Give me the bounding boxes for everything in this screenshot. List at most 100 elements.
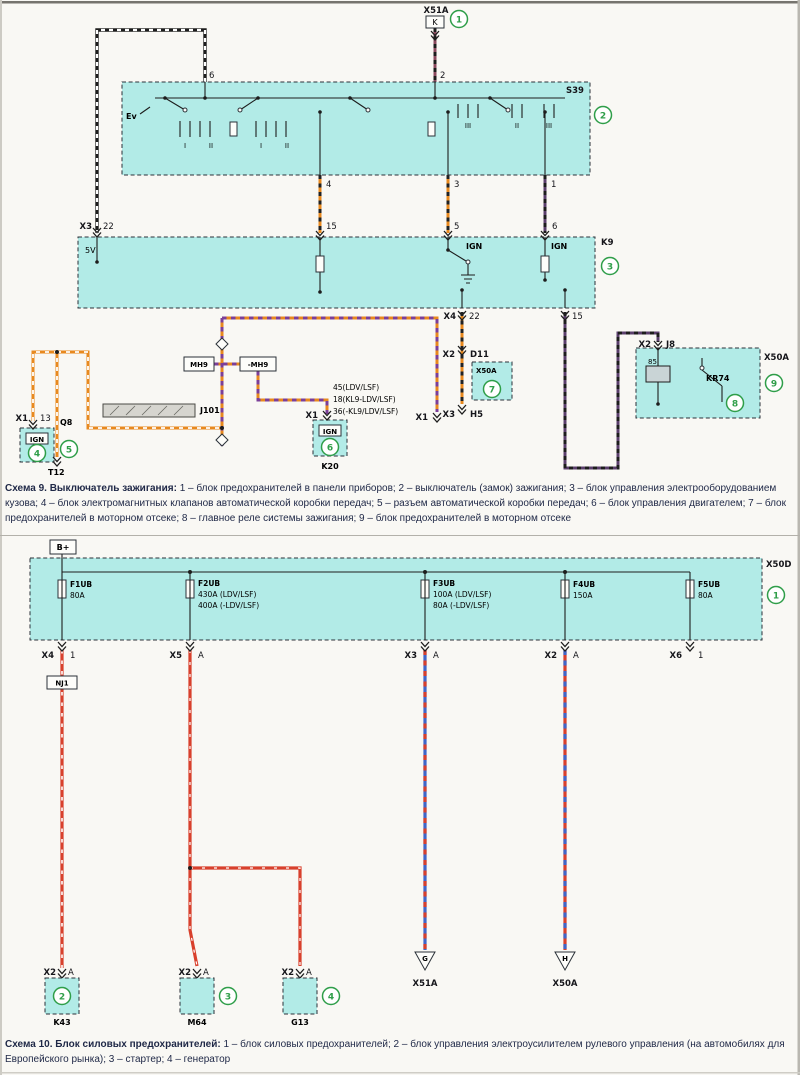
callout-5: 5 xyxy=(59,439,79,459)
fuse-rating: 150A xyxy=(573,591,593,600)
scheme10-caption-body: 1 – блок силовых предохранителей; 2 – бл… xyxy=(5,1039,785,1065)
scheme9-caption: Схема 9. Выключатель зажигания: 1 – блок… xyxy=(5,481,795,526)
kr74-label: KR74 xyxy=(706,374,730,383)
svg-text:1: 1 xyxy=(773,592,779,602)
callout-6: 6 xyxy=(320,437,340,457)
d11-pin-label: D11 xyxy=(470,350,489,360)
s39-ignition-switch-box xyxy=(121,81,591,176)
scheme10-diagram: B+ NJ1 F1UB 80A F2UB 430A (LDV/LSF) 400A… xyxy=(29,539,791,1027)
tri-g-label: X51A xyxy=(413,979,438,989)
fuse-rating: 400A (-LDV/LSF) xyxy=(198,601,259,610)
ign-tag-box6 xyxy=(318,424,342,437)
x51a-pin-box xyxy=(425,15,445,29)
output-pin: A xyxy=(573,651,579,661)
svg-text:8: 8 xyxy=(732,400,738,410)
box4-ign-label: IGN xyxy=(30,436,44,444)
callout-2: 2 xyxy=(593,105,613,125)
page-right-edge xyxy=(797,0,800,1075)
x1-13-connector-label: X1 xyxy=(16,414,29,424)
k20-label: K20 xyxy=(321,462,339,471)
m64-connector-box xyxy=(179,977,215,1015)
x3-pin-22: 22 xyxy=(103,222,114,232)
wire-to-m64 xyxy=(188,650,199,967)
relay-pin-85: 85 xyxy=(648,358,657,366)
page-left-edge xyxy=(0,0,2,1075)
bottom-conn-label: X2 xyxy=(44,968,57,978)
top-connector-label: X51A xyxy=(424,6,449,16)
k9-pin-5: 5 xyxy=(454,222,459,232)
svg-text:9: 9 xyxy=(771,380,777,390)
svg-text:2: 2 xyxy=(59,993,65,1003)
position-label: II xyxy=(285,142,289,150)
k9-ign-b: IGN xyxy=(551,242,567,251)
callout-8: 8 xyxy=(725,393,745,413)
x3-connector-label: X3 xyxy=(80,222,93,232)
bottom-pin-label: A xyxy=(306,968,312,978)
position-label: III xyxy=(465,122,471,130)
fuse-rating: 80A xyxy=(70,591,86,600)
svg-text:H: H xyxy=(562,955,568,963)
m64-label: M64 xyxy=(187,1018,207,1027)
relay-coil xyxy=(645,365,671,383)
wire-snake-top xyxy=(222,316,439,412)
svg-text:6: 6 xyxy=(327,444,333,454)
wire-left-u xyxy=(31,350,59,457)
output-pin: A xyxy=(198,651,204,661)
k43-label: K43 xyxy=(53,1018,70,1027)
position-label: II xyxy=(209,142,213,150)
k9-label: K9 xyxy=(601,238,614,248)
scheme9-diagram: X51A K 2 6 S39 Ev I II I II III II III 4… xyxy=(16,6,790,477)
fuse-rating: 80A (-LDV/LSF) xyxy=(433,601,489,610)
svg-text:G: G xyxy=(422,955,428,963)
x3-connector-label-2: X3 xyxy=(443,410,456,420)
output-conn: X3 xyxy=(405,651,418,661)
ecm-pin-line1: 45(LDV/LSF) xyxy=(333,383,379,392)
j8-pin-label: J8 xyxy=(665,340,675,350)
output-conn: X5 xyxy=(170,651,183,661)
s39-label: S39 xyxy=(566,86,584,96)
wire-pin-2: 2 xyxy=(440,71,445,81)
output-pin: 1 xyxy=(698,651,703,661)
kr74-relay-box xyxy=(635,347,761,419)
triangle-connector-g: G X51A xyxy=(413,951,438,989)
splice-diamond-bottom xyxy=(215,433,229,447)
splice-diamond-top xyxy=(215,337,229,351)
fuse-name: F2UB xyxy=(198,579,220,588)
wire-to-k20 xyxy=(256,371,329,414)
callout-s10-2: 2 xyxy=(52,986,72,1006)
fuse-rating: 80A xyxy=(698,591,714,600)
bottom-conn-label: X2 xyxy=(282,968,295,978)
x50d-label: X50D xyxy=(766,560,791,570)
q8-label: Q8 xyxy=(60,418,73,427)
box6-ign-label: IGN xyxy=(323,428,337,436)
mh9-splice-box xyxy=(183,356,215,372)
callout-s10-1: 1 xyxy=(766,585,786,605)
fuse-rating: 430A (LDV/LSF) xyxy=(198,590,256,599)
top-connector-pin: K xyxy=(432,18,438,27)
g13-connector-box xyxy=(282,977,318,1015)
bottom-pin-label: A xyxy=(68,968,74,978)
callout-9: 9 xyxy=(764,373,784,393)
page-bottom-edge xyxy=(0,1072,800,1074)
k9-ign-a: IGN xyxy=(466,242,482,251)
mh9-minus-splice-box xyxy=(239,356,277,372)
wire-black-white xyxy=(95,28,207,233)
position-label: I xyxy=(260,142,262,150)
fuse-name: F4UB xyxy=(573,580,595,589)
x1-connector-label-b: X1 xyxy=(306,411,319,421)
s39-ev-label: Ev xyxy=(126,112,137,121)
k9-pin-15: 15 xyxy=(326,222,337,232)
s39-pin-3: 3 xyxy=(454,180,459,190)
k9-internals xyxy=(96,237,566,308)
output-pin: 1 xyxy=(70,651,75,661)
callout-3: 3 xyxy=(600,256,620,276)
fuse-block-internals xyxy=(57,554,695,870)
k9-out-pin-15: 15 xyxy=(572,312,583,322)
callout-s10-4: 4 xyxy=(321,986,341,1006)
wire-k9-to-kr74 xyxy=(563,312,660,470)
bplus-tag xyxy=(49,539,77,555)
svg-text:3: 3 xyxy=(225,993,231,1003)
bottom-conn-label: X2 xyxy=(179,968,192,978)
callout-4: 4 xyxy=(27,443,47,463)
